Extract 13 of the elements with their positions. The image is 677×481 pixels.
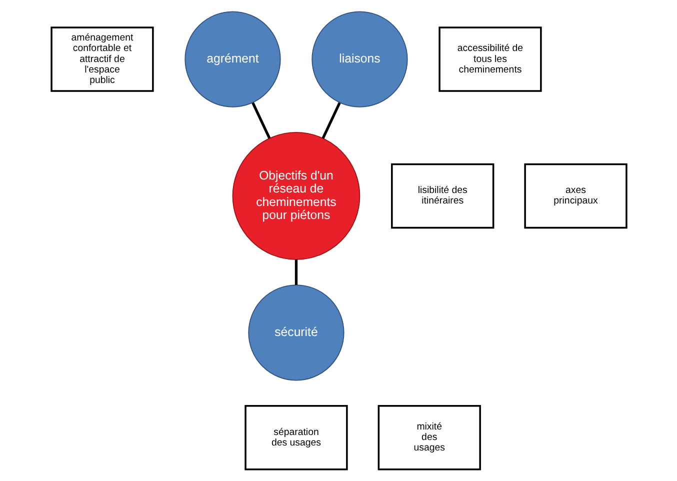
node-box: axes principaux — [524, 163, 627, 229]
node-box: lisibilité des itinéraires — [390, 163, 494, 229]
node-circle: agrément — [184, 11, 280, 108]
node-box: séparation des usages — [244, 404, 348, 470]
connector — [251, 102, 270, 139]
connector — [294, 260, 298, 285]
node-circle: Objectifs d'un réseau de cheminements pour piétons — [232, 132, 360, 260]
node-box: accessibilité de tous les cheminements — [438, 26, 542, 92]
node-box: aménagement confortable et attractif de l'espace public — [50, 26, 154, 92]
node-box: mixité des usages — [377, 404, 480, 470]
node-circle: liaisons — [311, 11, 408, 108]
connector — [321, 102, 340, 139]
node-circle: sécurité — [248, 284, 344, 381]
